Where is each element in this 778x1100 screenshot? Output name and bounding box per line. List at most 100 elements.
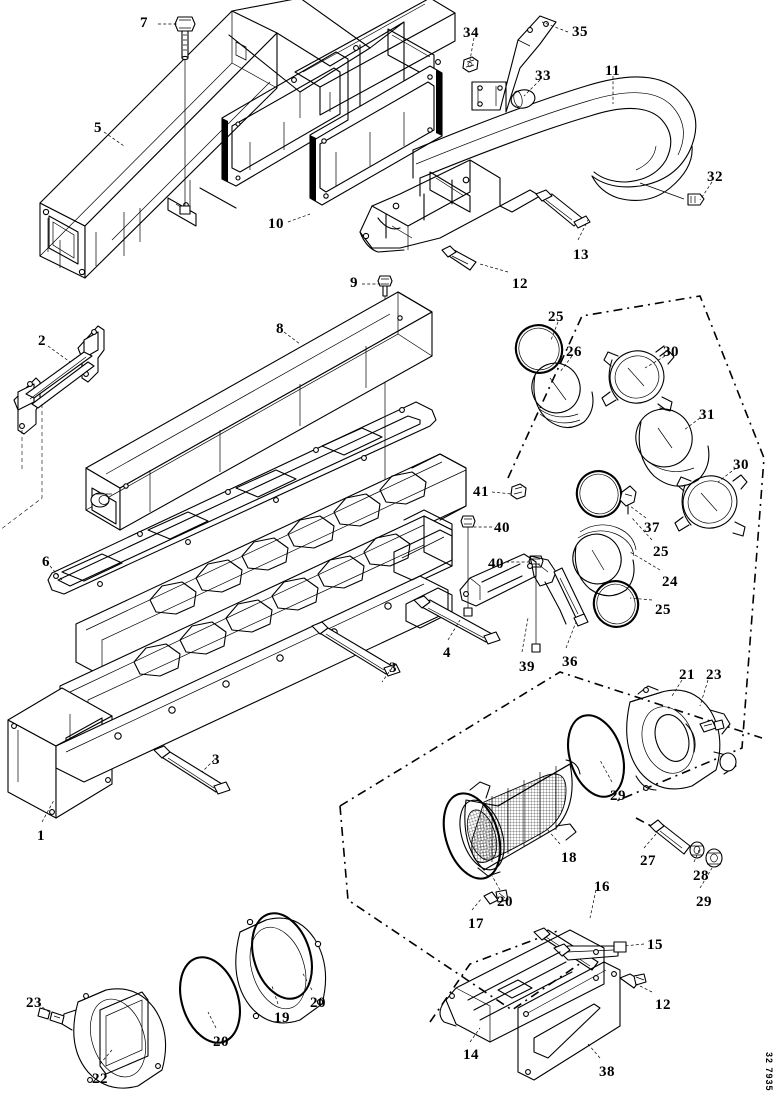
- part-32-bolt: [639, 182, 705, 206]
- leader-line-3: [201, 759, 215, 773]
- callout-number-15: 15: [647, 937, 663, 953]
- leader-line-39: [521, 617, 529, 653]
- callout-number-25: 25: [655, 602, 671, 618]
- part-8-plenum-chamber: [85, 291, 433, 531]
- callout-number-38: 38: [599, 1064, 615, 1080]
- callout-number-31: 31: [699, 407, 715, 423]
- part-5-plenum-cover: [39, 0, 456, 279]
- callout-number-29: 29: [696, 894, 712, 910]
- callout-number-30: 30: [733, 457, 749, 473]
- callout-number-12: 12: [655, 997, 671, 1013]
- part-13-bolt: [535, 189, 591, 229]
- callout-number-11: 11: [605, 63, 621, 79]
- leader-line-10: [287, 213, 311, 223]
- leader-line-18: [545, 827, 561, 845]
- callout-number-25: 25: [548, 309, 564, 325]
- part-19-housing-plate: [235, 917, 327, 1024]
- part-10-plenum-gasket: [221, 51, 443, 206]
- callout-number-28: 28: [693, 868, 709, 884]
- leader-line-31: [683, 417, 701, 431]
- part-30-throttle-assembly-lower: [674, 474, 748, 537]
- callout-number-3: 3: [212, 752, 220, 768]
- leader-line-29: [599, 759, 613, 783]
- callout-number-32: 32: [707, 169, 723, 185]
- leader-line-37: [629, 505, 647, 519]
- callout-number-23: 23: [26, 995, 42, 1011]
- part-12-bolt-lower: [619, 973, 647, 989]
- callout-number-26: 26: [566, 344, 582, 360]
- part-21-filter-end-cap: [626, 685, 737, 791]
- leader-line-21: [671, 679, 683, 697]
- callout-number-4: 4: [443, 645, 451, 661]
- callout-number-10: 10: [268, 216, 284, 232]
- part-36-linkage-rod: [553, 567, 589, 627]
- part-18-filter-element: [459, 759, 581, 877]
- part-4-bracket-bolts: [413, 553, 537, 645]
- part-23-bolt-right: [699, 719, 725, 733]
- part-15-bolt: [553, 941, 627, 961]
- part-28-washer: [689, 841, 705, 859]
- phantom-line-throttle-group: [507, 295, 765, 803]
- part-34-nut: [462, 56, 479, 73]
- part-33-bushing: [510, 89, 536, 109]
- callout-number-17: 17: [468, 916, 484, 932]
- callout-number-13: 13: [573, 247, 589, 263]
- callout-number-29: 29: [610, 788, 626, 804]
- leader-line-3: [381, 667, 393, 683]
- leader-line-19: [271, 985, 279, 1005]
- callout-number-39: 39: [519, 659, 535, 675]
- callout-number-19: 19: [274, 1010, 290, 1026]
- callout-number-5: 5: [94, 120, 102, 136]
- part-40-pin-left: [460, 515, 476, 617]
- part-17-screw: [483, 889, 509, 905]
- callout-number-1: 1: [37, 828, 45, 844]
- part-1-lower-manifold: [7, 453, 467, 819]
- callout-number-20: 20: [497, 894, 513, 910]
- callout-number-16: 16: [594, 879, 610, 895]
- leader-line-30: [717, 467, 737, 483]
- leader-line-13: [577, 219, 589, 241]
- part-40-pin-right: [528, 555, 544, 653]
- callout-number-14: 14: [463, 1047, 479, 1063]
- callout-number-18: 18: [561, 850, 577, 866]
- callout-number-3: 3: [389, 660, 397, 676]
- leader-line-38: [587, 1043, 601, 1059]
- part-39-linkage-arm: [529, 555, 567, 625]
- callout-leader-lines: [37, 21, 737, 1065]
- callout-number-30: 30: [663, 344, 679, 360]
- part-37-bracket-clip: [619, 485, 637, 515]
- part-31-intake-sleeve: [635, 408, 710, 487]
- leader-line-28: [693, 847, 701, 863]
- callout-number-8: 8: [276, 321, 284, 337]
- callout-number-36: 36: [562, 654, 578, 670]
- part-20-o-rings: [179, 714, 625, 1044]
- leader-line-36: [565, 621, 577, 649]
- phantom-line-filter-upper: [339, 671, 763, 807]
- part-41-nut: [510, 483, 527, 500]
- callout-number-41: 41: [473, 484, 489, 500]
- part-12-bolt: [441, 245, 477, 271]
- callout-number-2: 2: [38, 333, 46, 349]
- leader-line-26: [559, 355, 573, 373]
- phantom-line-filter-lower: [339, 805, 601, 1011]
- leader-line-20: [207, 1011, 217, 1029]
- callout-number-7: 7: [140, 15, 148, 31]
- callout-number-35: 35: [572, 24, 588, 40]
- part-22-inlet-cap: [61, 988, 167, 1089]
- part-30-throttle-assembly-upper: [601, 345, 675, 412]
- part-25-clamp-rings: [514, 324, 640, 628]
- leader-line-25: [550, 321, 559, 341]
- leader-line-29: [699, 867, 713, 889]
- leader-line-25: [629, 597, 653, 601]
- part-29-nut: [705, 848, 723, 868]
- callout-number-40: 40: [494, 520, 510, 536]
- leader-line-12: [479, 263, 509, 273]
- callout-number-37: 37: [644, 520, 660, 536]
- callout-number-27: 27: [640, 853, 656, 869]
- leader-line-5: [103, 131, 125, 147]
- part-6-manifold-gasket: [47, 401, 437, 595]
- leader-line-30: [644, 355, 666, 369]
- part-35-bracket: [471, 15, 557, 113]
- part-24-throttle-coupler: [572, 524, 637, 597]
- part-3-bolt-b: [153, 745, 231, 795]
